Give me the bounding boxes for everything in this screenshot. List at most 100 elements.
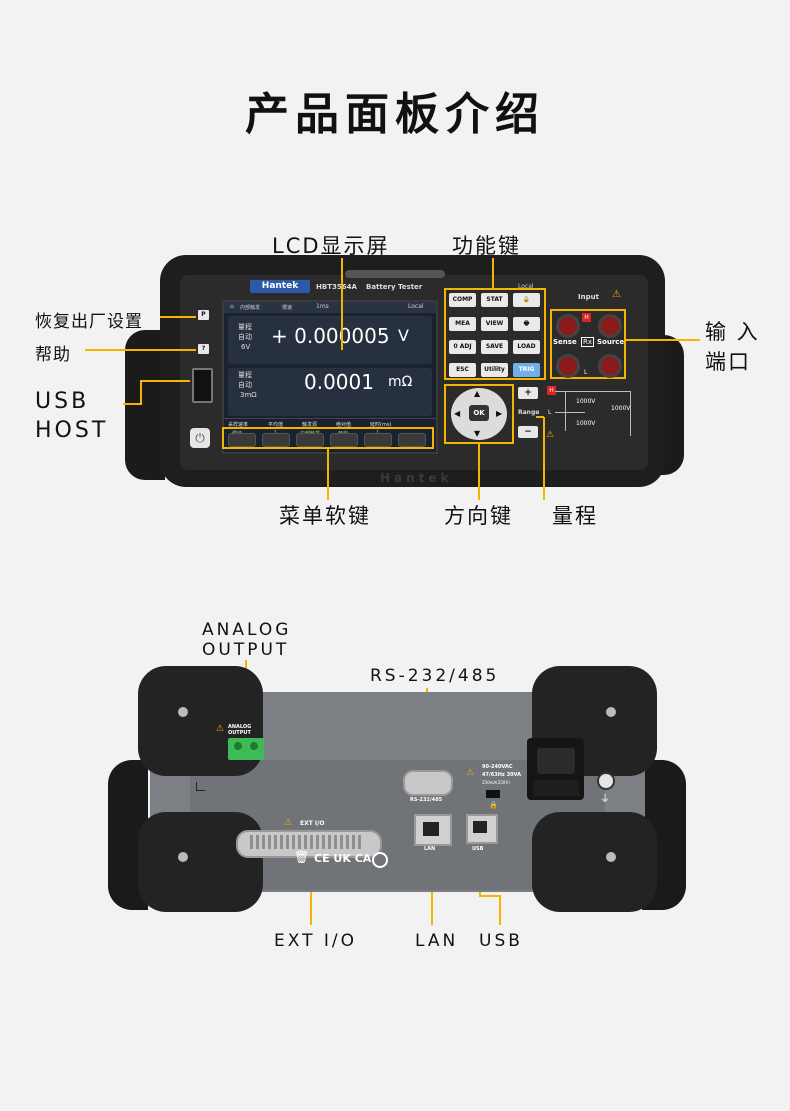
h-rating-badge: H <box>547 386 556 395</box>
usb-host-port[interactable] <box>192 368 213 403</box>
softkey-group-frame <box>222 427 434 449</box>
zero-adj-key[interactable]: 0 ADJ <box>449 340 476 354</box>
ground-terminal[interactable] <box>597 772 615 790</box>
voltage-rating-3: 1000V <box>576 420 596 427</box>
help-label: 帮助 <box>35 345 71 365</box>
direction-label: 方向键 <box>444 504 513 528</box>
h-badge: H <box>582 313 591 322</box>
up-arrow-icon[interactable]: ▲ <box>474 389 481 398</box>
l-rating-label: L <box>548 409 552 416</box>
input-terminal-frame <box>550 309 626 379</box>
softkey-1[interactable] <box>228 433 256 447</box>
resistance-unit: mΩ <box>388 374 413 390</box>
menu-label-0: 采样速率 <box>228 422 249 428</box>
fuse-switch[interactable] <box>486 790 500 798</box>
input-port-label-1: 输 入 <box>705 320 760 344</box>
power-spec-3: 250mA(250V) <box>482 780 510 785</box>
softkeys-label: 菜单软键 <box>279 504 371 528</box>
stat-key[interactable]: STAT <box>481 293 508 307</box>
status-local: Local <box>408 303 424 310</box>
input-port-label-2: 端口 <box>705 350 751 374</box>
rx-label: Rx <box>581 337 595 347</box>
analog-label-1: ANALOG <box>202 620 292 640</box>
rs232-connector[interactable] <box>403 770 453 796</box>
voltage-reading: + 0.000005 <box>271 324 390 348</box>
print-key[interactable]: 🖶 <box>513 317 540 331</box>
mea-key[interactable]: MEA <box>449 317 476 331</box>
power-spec-2: 47/63Hz 30VA <box>482 772 521 778</box>
view-key[interactable]: VIEW <box>481 317 508 331</box>
function-keys-frame <box>444 288 546 380</box>
status-trigger: 内部触发 <box>240 305 261 311</box>
softkey-4[interactable] <box>330 433 358 447</box>
source-h-terminal[interactable] <box>598 314 622 338</box>
brand-logo: Hantek <box>250 280 310 293</box>
lcd-label: LCD显示屏 <box>272 234 390 258</box>
certification-marks: CE UK CA <box>314 852 372 865</box>
save-key[interactable]: SAVE <box>481 340 508 354</box>
front-panel-device: P ? ⏻ Hantek HBT3564A Battery Tester ⌂ 内… <box>0 0 790 520</box>
range-label: Range <box>518 409 540 416</box>
usb-host-label-2: HOST <box>35 418 109 443</box>
usb-panel-label: USB <box>472 846 484 852</box>
softkey-5[interactable] <box>364 433 392 447</box>
analog-warning-icon: ⚠ <box>216 724 225 734</box>
direction-pad-frame <box>444 384 514 444</box>
lock-key[interactable]: 🔒 <box>513 293 540 307</box>
lan-label: LAN <box>415 931 459 951</box>
comp-key[interactable]: COMP <box>449 293 476 307</box>
load-key[interactable]: LOAD <box>513 340 540 354</box>
home-icon: ⌂ <box>230 303 234 310</box>
ok-button[interactable]: OK <box>469 405 489 421</box>
menu-label-1: 平均值 <box>268 422 284 428</box>
row1-range-label: 量程 <box>238 323 252 331</box>
down-arrow-icon[interactable]: ▼ <box>474 429 481 438</box>
softkey-6[interactable] <box>398 433 426 447</box>
range-plus-key[interactable]: + <box>518 387 538 399</box>
softkey-3[interactable] <box>296 433 324 447</box>
ground-icon: ⏚ <box>600 794 610 805</box>
utility-key[interactable]: Utility <box>481 363 508 377</box>
softkey-2[interactable] <box>262 433 290 447</box>
source-label: Source <box>597 338 625 346</box>
menu-label-4: 延时(ms) <box>370 422 392 428</box>
lan-panel-label: LAN <box>424 846 436 852</box>
rs232-panel-label: RS-232/485 <box>410 797 443 803</box>
p-key[interactable]: P <box>198 310 209 320</box>
bottom-logo: Hantek <box>380 471 453 485</box>
row1-mode: 自动 <box>238 333 252 341</box>
analog-output-connector[interactable] <box>228 738 264 760</box>
voltage-unit: V <box>398 326 409 345</box>
page-title: 产品面板介绍 <box>245 89 545 140</box>
input-label: Input <box>578 293 599 301</box>
device-title: Battery Tester <box>366 283 423 291</box>
status-time: 1ms <box>316 303 329 310</box>
sense-l-terminal[interactable] <box>556 354 580 378</box>
usb-label: USB <box>479 931 523 951</box>
power-button[interactable]: ⏻ <box>190 428 210 448</box>
right-arrow-icon[interactable]: ▶ <box>496 409 503 418</box>
esc-key[interactable]: ESC <box>449 363 476 377</box>
eco-icon <box>372 852 388 868</box>
l-badge: L <box>584 369 588 376</box>
help-key[interactable]: ? <box>198 344 209 354</box>
sense-h-terminal[interactable] <box>556 314 580 338</box>
analog-panel-label: ANALOG OUTPUT <box>228 724 252 736</box>
left-arrow-icon[interactable]: ◀ <box>454 409 461 418</box>
range-warning-icon: ⚠ <box>546 430 555 440</box>
row2-range-label: 量程 <box>238 371 252 379</box>
analog-label-2: OUTPUT <box>202 640 290 660</box>
voltage-rating-1: 1000V <box>576 398 596 405</box>
fuse-lock-icon: 🔒 <box>489 801 498 809</box>
range-minus-key[interactable]: − <box>518 426 538 438</box>
trig-key[interactable]: TRIG <box>513 363 540 377</box>
rs232-label: RS-232/485 <box>370 666 500 686</box>
usb-host-label-1: USB <box>35 389 90 414</box>
warning-icon: ⚠ <box>612 289 621 300</box>
source-l-terminal[interactable] <box>598 354 622 378</box>
menu-label-3: 绝对值 <box>336 422 352 428</box>
power-warning-icon: ⚠ <box>466 768 475 778</box>
status-speed: 慢速 <box>282 305 293 311</box>
voltage-rating-2: 1000V <box>611 405 631 412</box>
